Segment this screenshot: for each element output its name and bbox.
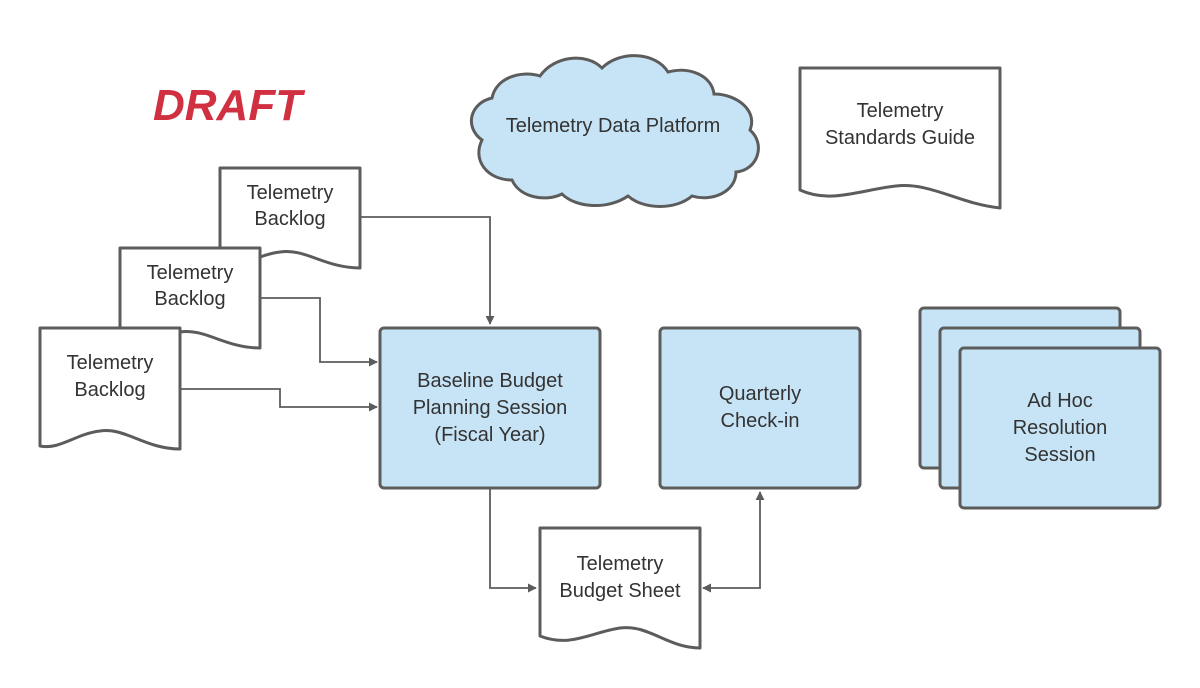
draft-label: DRAFT [153, 81, 305, 130]
baseline-line-1: Baseline Budget [417, 370, 563, 392]
quarterly-line-1: Quarterly [719, 383, 801, 405]
backlog-bottom-line-2: Backlog [74, 379, 145, 401]
baseline-line-2: Planning Session [413, 397, 568, 419]
edge-baseline-to-budget-sheet [489, 489, 537, 593]
backlog-document-bottom: Telemetry Backlog [38, 326, 182, 451]
baseline-line-3: (Fiscal Year) [434, 424, 545, 446]
backlog-middle-line-2: Backlog [154, 288, 225, 310]
data-platform-label: Telemetry Data Platform [506, 115, 721, 137]
edge-backlog-bottom-to-baseline [180, 388, 378, 412]
baseline-planning-session-process: Baseline Budget Planning Session (Fiscal… [378, 326, 602, 490]
budget-sheet-line-2: Budget Sheet [559, 580, 681, 602]
adhoc-line-3: Session [1024, 444, 1095, 466]
edge-backlog-top-to-baseline [360, 216, 495, 325]
adhoc-resolution-session-process: Ad Hoc Resolution Session [918, 306, 1162, 510]
quarterly-checkin-process: Quarterly Check-in [658, 326, 862, 490]
adhoc-line-1: Ad Hoc [1027, 390, 1093, 412]
budget-sheet-document: Telemetry Budget Sheet [538, 526, 702, 650]
backlog-top-line-2: Backlog [254, 208, 325, 230]
standards-guide-line-2: Standards Guide [825, 127, 975, 149]
backlog-top-line-1: Telemetry [247, 182, 334, 204]
data-platform-cloud: Telemetry Data Platform [470, 54, 760, 208]
standards-guide-line-1: Telemetry [857, 100, 944, 122]
edge-budget-sheet-quarterly [702, 491, 765, 593]
connectors [180, 216, 765, 593]
backlog-bottom-line-1: Telemetry [67, 352, 154, 374]
edge-backlog-middle-to-baseline [260, 297, 378, 367]
adhoc-line-2: Resolution [1013, 417, 1108, 439]
budget-sheet-line-1: Telemetry [577, 553, 664, 575]
standards-guide-document: Telemetry Standards Guide [798, 66, 1002, 210]
quarterly-line-2: Check-in [721, 410, 800, 432]
backlog-document-top: Telemetry Backlog [218, 166, 362, 270]
backlog-middle-line-1: Telemetry [147, 262, 234, 284]
